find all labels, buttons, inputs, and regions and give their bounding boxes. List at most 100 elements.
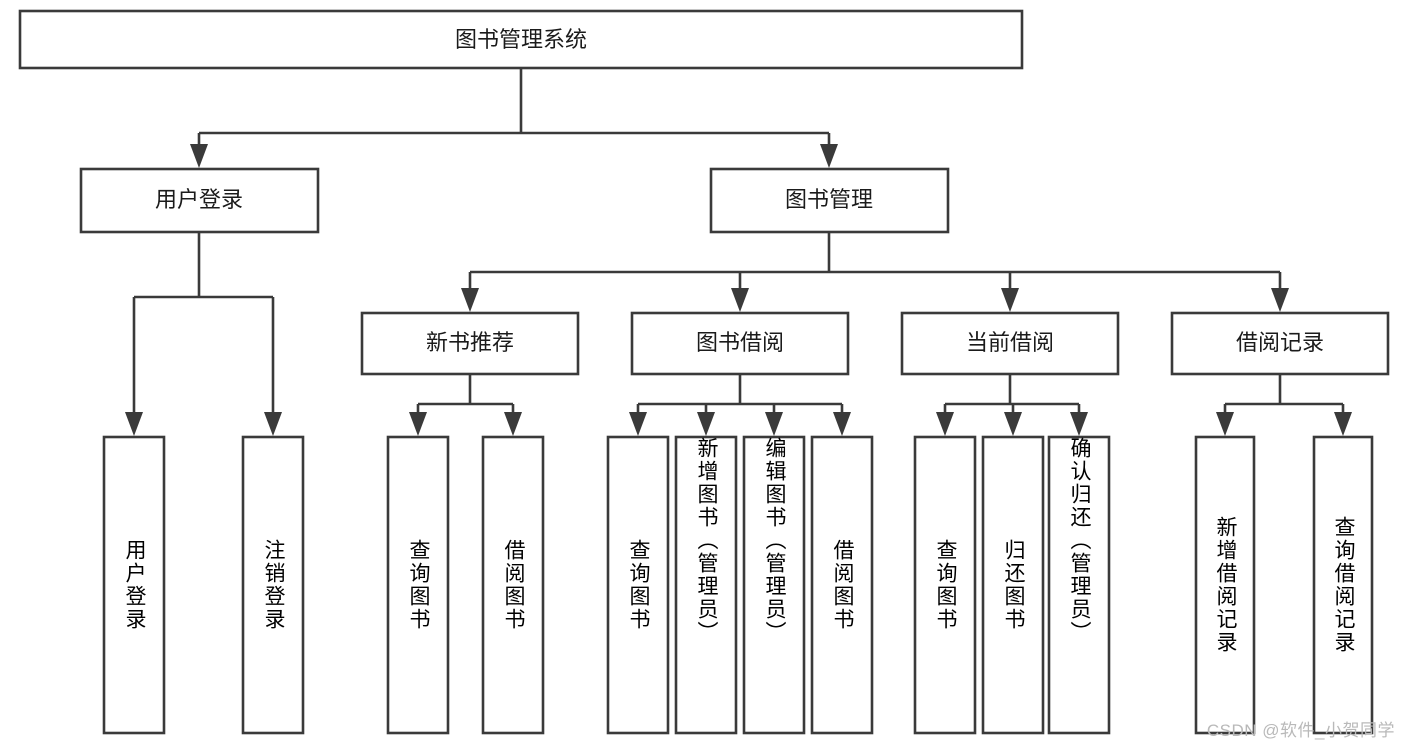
arrow-head-leaf-newbook-2 xyxy=(504,412,522,436)
leaf-node[interactable]: 借阅图书 xyxy=(810,435,874,735)
leaf-node[interactable]: 用户登录 xyxy=(102,435,166,735)
leaf-bookborrow-4-label: 借阅图书 xyxy=(831,539,854,631)
arrow-head-leaf-user-login-1 xyxy=(125,412,143,436)
arrow-head-borrowrecord xyxy=(1271,288,1289,312)
leaf-currentborrow-3-text-wrap: 确认归还（管理员） xyxy=(1068,437,1091,644)
leaf-node[interactable]: 新增借阅记录 xyxy=(1194,435,1256,735)
node-root-label: 图书管理系统 xyxy=(455,27,587,52)
node-book-management[interactable]: 图书管理 xyxy=(709,167,950,234)
leaf-bookborrow-2-box[interactable] xyxy=(674,435,738,735)
leaf-user-login-2-label: 注销登录 xyxy=(262,539,285,631)
node-book-borrow-label: 图书借阅 xyxy=(696,330,784,355)
leaf-bookborrow-1-text-wrap: 查询图书 xyxy=(627,539,650,631)
connector-group-userlogin xyxy=(125,232,282,436)
leaf-node[interactable]: 查询图书 xyxy=(913,435,977,735)
arrow-head-userlogin xyxy=(190,144,208,168)
arrow-head-leaf-currentborrow-3 xyxy=(1070,412,1088,436)
leaf-bookborrow-1-label: 查询图书 xyxy=(627,539,650,631)
csdn-watermark: CSDN @软件_小贺同学 xyxy=(1206,721,1395,740)
connector-group-borrowrecord xyxy=(1216,374,1352,436)
node-book-borrow[interactable]: 图书借阅 xyxy=(630,311,850,376)
arrow-head-leaf-user-login-2 xyxy=(264,412,282,436)
node-root-box[interactable] xyxy=(18,9,1024,70)
leaf-borrowrecord-1-label: 新增借阅记录 xyxy=(1214,516,1237,654)
leaf-borrowrecord-2-label: 查询借阅记录 xyxy=(1332,516,1355,654)
arrow-head-leaf-bookborrow-1 xyxy=(629,412,647,436)
node-borrow-record[interactable]: 借阅记录 xyxy=(1170,311,1390,376)
leaf-node[interactable]: 确认归还（管理员） xyxy=(1047,435,1111,735)
arrow-head-leaf-bookborrow-3 xyxy=(765,412,783,436)
leaf-node[interactable]: 查询图书 xyxy=(386,435,450,735)
arrow-head-currentborrow xyxy=(1001,288,1019,312)
node-current-borrow[interactable]: 当前借阅 xyxy=(900,311,1120,376)
leaf-currentborrow-3-label: 确认归还（管理员） xyxy=(1068,437,1091,644)
leaf-user-login-1-label: 用户登录 xyxy=(123,539,146,631)
leaf-newbook-1-box[interactable] xyxy=(386,435,450,735)
connector-group-currentborrow xyxy=(936,374,1088,436)
leaf-borrowrecord-1-text-wrap: 新增借阅记录 xyxy=(1214,516,1237,654)
connector-group-root xyxy=(190,68,838,168)
leaf-node[interactable]: 借阅图书 xyxy=(481,435,545,735)
leaf-bookborrow-3-label: 编辑图书（管理员） xyxy=(763,437,786,644)
arrow-head-bookmgmt xyxy=(820,144,838,168)
node-book-management-label: 图书管理 xyxy=(785,187,873,212)
leaf-currentborrow-3-box[interactable] xyxy=(1047,435,1111,735)
leaf-borrowrecord-2-box[interactable] xyxy=(1312,435,1374,735)
leaf-borrowrecord-1-box[interactable] xyxy=(1194,435,1256,735)
leaf-user-login-1-text-wrap: 用户登录 xyxy=(123,539,146,631)
leaf-currentborrow-2-box[interactable] xyxy=(981,435,1045,735)
node-user-login-box[interactable] xyxy=(79,167,320,234)
leaf-node[interactable]: 查询图书 xyxy=(606,435,670,735)
leaf-bookborrow-3-box[interactable] xyxy=(742,435,806,735)
node-new-book-recommend[interactable]: 新书推荐 xyxy=(360,311,580,376)
leaf-bookborrow-2-text-wrap: 新增图书（管理员） xyxy=(695,437,718,644)
arrow-head-leaf-borrowrecord-1 xyxy=(1216,412,1234,436)
leaf-user-login-2-box[interactable] xyxy=(241,435,305,735)
arrow-head-leaf-currentborrow-2 xyxy=(1004,412,1022,436)
leaf-currentborrow-2-text-wrap: 归还图书 xyxy=(1002,539,1025,631)
leaf-newbook-1-text-wrap: 查询图书 xyxy=(407,539,430,631)
arrow-head-leaf-newbook-1 xyxy=(409,412,427,436)
node-new-book-recommend-label: 新书推荐 xyxy=(426,330,514,355)
arrow-head-leaf-bookborrow-2 xyxy=(697,412,715,436)
leaf-newbook-2-box[interactable] xyxy=(481,435,545,735)
connector-group-bookborrow xyxy=(629,374,851,436)
leaf-bookborrow-4-box[interactable] xyxy=(810,435,874,735)
node-root[interactable]: 图书管理系统 xyxy=(18,9,1024,70)
node-borrow-record-label: 借阅记录 xyxy=(1236,330,1324,355)
leaf-node[interactable]: 新增图书（管理员） xyxy=(674,435,738,735)
leaf-user-login-1-box[interactable] xyxy=(102,435,166,735)
node-current-borrow-label: 当前借阅 xyxy=(966,330,1054,355)
leaf-currentborrow-1-label: 查询图书 xyxy=(934,539,957,631)
arrow-head-leaf-currentborrow-1 xyxy=(936,412,954,436)
leaf-newbook-1-label: 查询图书 xyxy=(407,539,430,631)
leaf-currentborrow-2-label: 归还图书 xyxy=(1002,539,1025,631)
arrow-head-leaf-bookborrow-4 xyxy=(833,412,851,436)
node-user-login-label: 用户登录 xyxy=(155,187,243,212)
leaf-bookborrow-4-text-wrap: 借阅图书 xyxy=(831,539,854,631)
leaf-bookborrow-1-box[interactable] xyxy=(606,435,670,735)
leaf-user-login-2-text-wrap: 注销登录 xyxy=(262,539,285,631)
leaf-bookborrow-2-label: 新增图书（管理员） xyxy=(695,437,718,644)
leaf-newbook-2-text-wrap: 借阅图书 xyxy=(502,539,525,631)
arrow-head-bookborrow xyxy=(731,288,749,312)
node-borrow-record-box[interactable] xyxy=(1170,311,1390,376)
leaf-node[interactable]: 归还图书 xyxy=(981,435,1045,735)
leaf-node[interactable]: 编辑图书（管理员） xyxy=(742,435,806,735)
leaf-node[interactable]: 查询借阅记录 xyxy=(1312,435,1374,735)
leaf-node[interactable]: 注销登录 xyxy=(241,435,305,735)
leaf-newbook-2-label: 借阅图书 xyxy=(502,539,525,631)
connector-group-bookmgmt xyxy=(461,232,1289,312)
node-current-borrow-box[interactable] xyxy=(900,311,1120,376)
leaf-borrowrecord-2-text-wrap: 查询借阅记录 xyxy=(1332,516,1355,654)
arrow-head-newbook xyxy=(461,288,479,312)
leaf-currentborrow-1-text-wrap: 查询图书 xyxy=(934,539,957,631)
node-user-login[interactable]: 用户登录 xyxy=(79,167,320,234)
leaf-bookborrow-3-text-wrap: 编辑图书（管理员） xyxy=(763,437,786,644)
leaf-currentborrow-1-box[interactable] xyxy=(913,435,977,735)
node-book-management-box[interactable] xyxy=(709,167,950,234)
node-new-book-recommend-box[interactable] xyxy=(360,311,580,376)
node-book-borrow-box[interactable] xyxy=(630,311,850,376)
